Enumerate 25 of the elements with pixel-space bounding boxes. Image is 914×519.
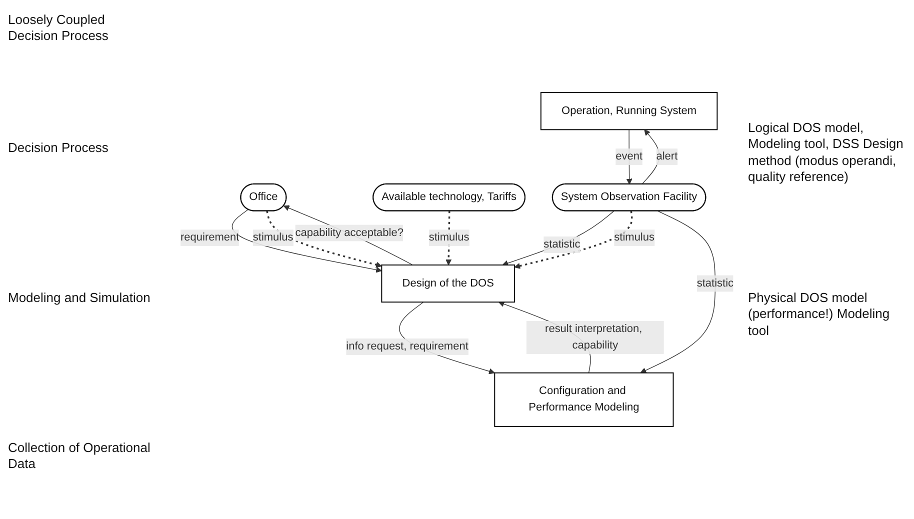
- edge-label: info request, requirement: [346, 340, 468, 352]
- edge-label: stimulus: [614, 232, 654, 244]
- node-box: Operation, Running System: [540, 92, 718, 130]
- note-text: Physical DOS model (performance!) Modeling tool: [748, 290, 891, 339]
- note-text: Decision Process: [8, 140, 110, 156]
- arrow: [640, 210, 716, 374]
- node-box: Configuration and Performance Modeling: [494, 372, 674, 427]
- node-box: Design of the DOS: [381, 264, 516, 303]
- edge-label: result interpretation, capability: [545, 323, 642, 352]
- edge-label: event: [616, 150, 642, 162]
- edge-label: stimulus: [428, 232, 470, 244]
- arrow: [283, 205, 414, 266]
- note-text: Modeling and Simulation: [8, 290, 152, 306]
- note-text: Loosely Coupled Decision Process: [8, 12, 110, 44]
- edge-label: statistic: [696, 277, 734, 290]
- note-text: Collection of Operational Data: [8, 440, 152, 472]
- arrow: [514, 210, 633, 269]
- arrow: [642, 129, 660, 185]
- edge-label: stimulus: [252, 232, 294, 244]
- edge-label: alert: [656, 150, 678, 162]
- edge-label: statistic: [544, 238, 580, 250]
- arrow: [502, 210, 614, 266]
- note-text: Logical DOS model, Modeling tool, DSS Design method (modus operandi, quality reference): [748, 120, 904, 185]
- edge-label: capability acceptable?: [295, 226, 404, 239]
- edge-label: requirement: [180, 232, 240, 244]
